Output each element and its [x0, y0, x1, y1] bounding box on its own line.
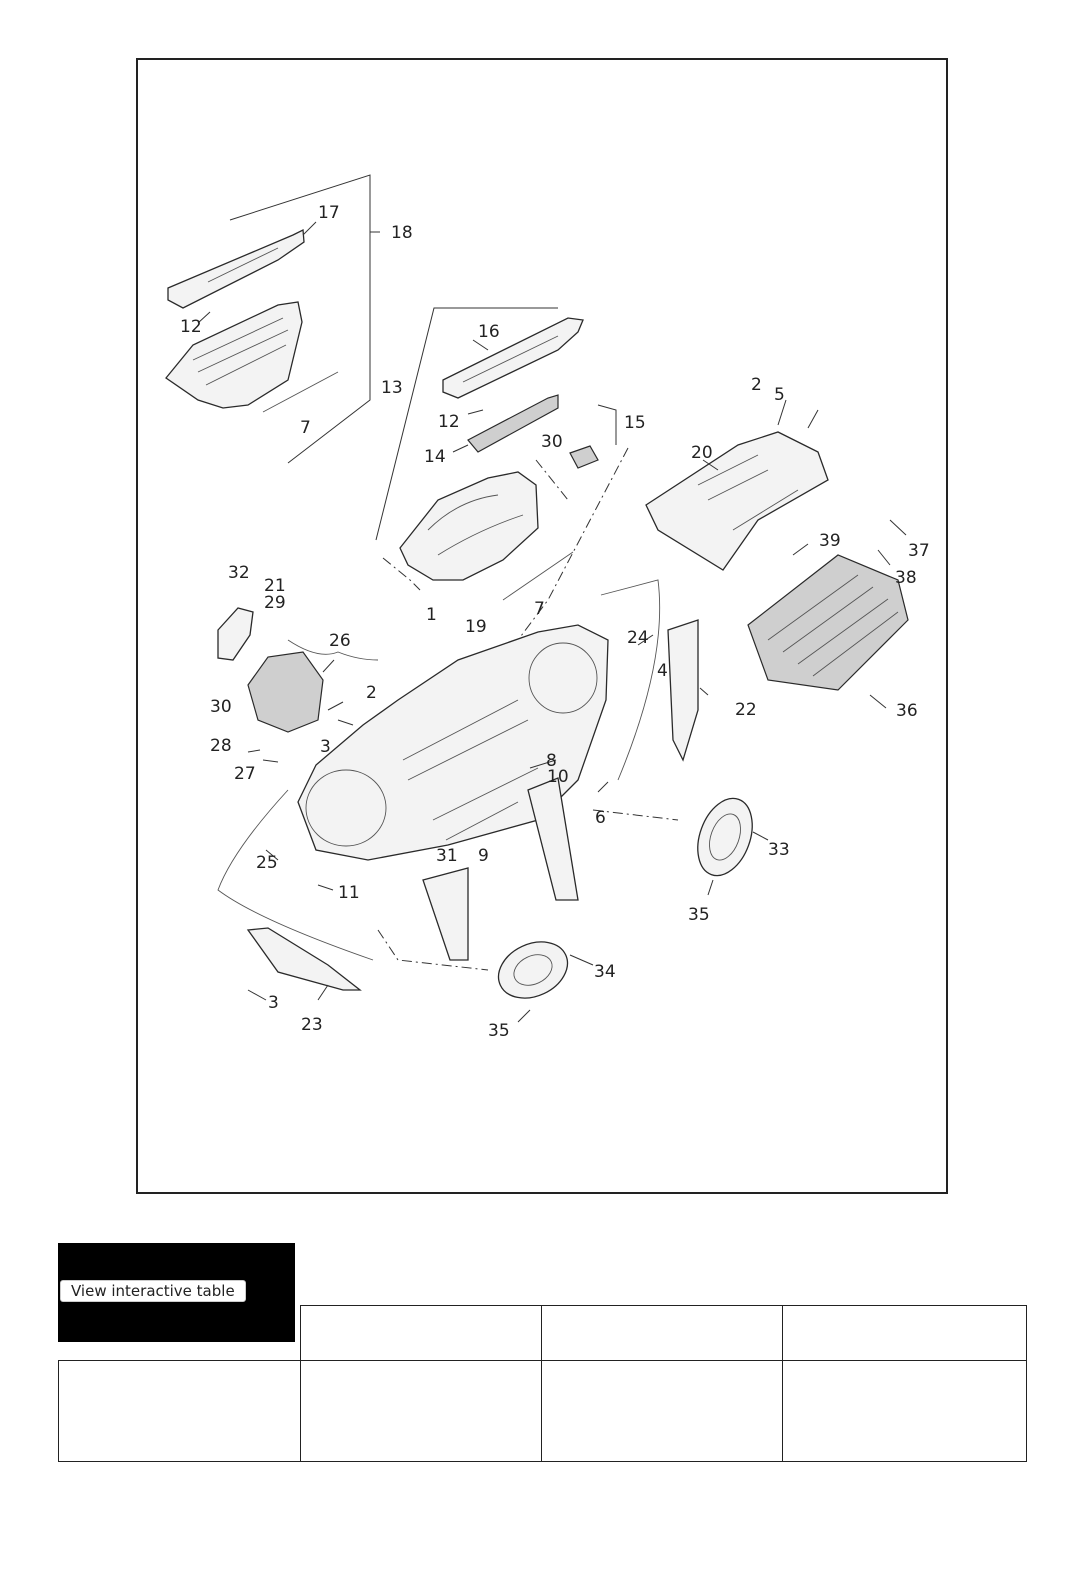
- table-cell: [782, 1360, 1027, 1462]
- part-bracket-vertical: [527, 777, 579, 901]
- callout-3: 3: [320, 737, 331, 757]
- callout-21: 21: [264, 576, 286, 596]
- callout-13: 13: [381, 378, 403, 398]
- callout-23: 23: [301, 1015, 323, 1035]
- callout-12-b: 12: [438, 412, 460, 432]
- callout-16: 16: [478, 322, 500, 342]
- callout-11: 11: [338, 883, 360, 903]
- bracket-13: [375, 307, 558, 541]
- callout-35: 35: [688, 905, 710, 925]
- callout-26: 26: [329, 631, 351, 651]
- part-22-strip: [667, 619, 699, 762]
- diagram-canvas: 17 18 12 7 16 13 12 15 30 14 2 5 20 39 3…: [165, 174, 930, 1041]
- callout-25: 25: [256, 853, 278, 873]
- table-header-cell: [541, 1305, 783, 1361]
- part-36-amplifier: [747, 554, 909, 691]
- callout-22: 22: [735, 700, 757, 720]
- part-9-rail: [445, 801, 519, 841]
- bracket-18: [229, 174, 371, 464]
- part-24-trim: [600, 579, 661, 781]
- table-cell: [300, 1360, 542, 1462]
- callout-10: 10: [547, 767, 569, 787]
- callout-37: 37: [908, 541, 930, 561]
- callout-35-b: 35: [488, 1021, 510, 1041]
- part-32-bracket: [217, 607, 254, 661]
- callout-8: 8: [546, 751, 557, 771]
- callout-9: 9: [478, 846, 489, 866]
- callout-29: 29: [264, 593, 286, 613]
- callout-14: 14: [424, 447, 446, 467]
- table-cell: [541, 1360, 783, 1462]
- callout-5: 5: [774, 385, 785, 405]
- callout-30: 30: [541, 432, 563, 452]
- part-33-speaker: [697, 797, 753, 877]
- callout-27: 27: [234, 764, 256, 784]
- parts-table: [58, 1305, 1027, 1462]
- callout-28: 28: [210, 736, 232, 756]
- callout-3-b: 3: [268, 993, 279, 1013]
- part-bracket-lower: [422, 867, 469, 961]
- callout-24: 24: [627, 628, 649, 648]
- callout-2-b: 2: [366, 683, 377, 703]
- part-17-cover: [167, 228, 305, 309]
- callout-2: 2: [751, 375, 762, 395]
- table-header-cell: [300, 1305, 542, 1361]
- view-interactive-table-button[interactable]: View interactive table: [60, 1280, 246, 1302]
- part-29-module-box: [247, 651, 324, 733]
- callout-7: 7: [300, 418, 311, 438]
- callout-19: 19: [465, 617, 487, 637]
- callout-32: 32: [228, 563, 250, 583]
- part-15-module: [569, 445, 599, 469]
- part-25-trim: [217, 789, 374, 961]
- callout-30-b: 30: [210, 697, 232, 717]
- callout-12: 12: [180, 317, 202, 337]
- callout-31: 31: [436, 846, 458, 866]
- callout-33: 33: [768, 840, 790, 860]
- callout-17: 17: [318, 203, 340, 223]
- callout-4: 4: [657, 661, 668, 681]
- part-34-speaker: [497, 941, 569, 999]
- part-20-mount-bracket: [645, 431, 829, 571]
- callout-18: 18: [391, 223, 413, 243]
- callout-36: 36: [896, 701, 918, 721]
- callout-38: 38: [895, 568, 917, 588]
- part-14-bracket: [467, 394, 559, 453]
- callout-6: 6: [595, 808, 606, 828]
- table-header-cell: [782, 1305, 1027, 1361]
- callout-7-b: 7: [534, 599, 545, 619]
- part-23-lower-cover: [246, 927, 362, 991]
- callout-1: 1: [426, 605, 437, 625]
- exploded-parts-diagram: 17 18 12 7 16 13 12 15 30 14 2 5 20 39 3…: [136, 58, 948, 1194]
- callout-34: 34: [594, 962, 616, 982]
- callout-15: 15: [624, 413, 646, 433]
- callout-20: 20: [691, 443, 713, 463]
- part-26-harness: [287, 639, 379, 661]
- part-13-inner-fairing: [399, 471, 539, 581]
- callout-39: 39: [819, 531, 841, 551]
- table-cell: [58, 1360, 301, 1462]
